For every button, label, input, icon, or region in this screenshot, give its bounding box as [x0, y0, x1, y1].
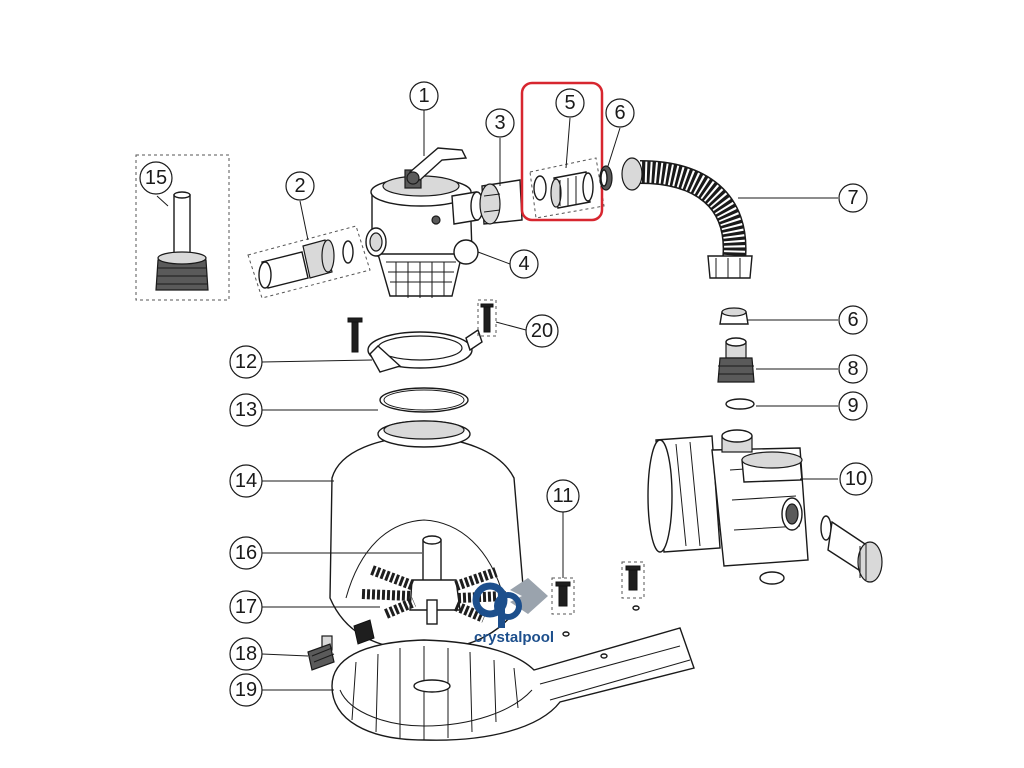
part-7-flexible-hose — [621, 157, 753, 279]
svg-text:16: 16 — [235, 542, 257, 564]
part-19-base — [331, 605, 695, 741]
part-1-multiport-valve — [365, 147, 484, 298]
part-12-bolt — [347, 317, 363, 353]
svg-text:13: 13 — [235, 399, 257, 421]
callout-15: 15 — [139, 161, 173, 195]
part-6-seal-ring-top — [599, 165, 613, 191]
svg-text:9: 9 — [847, 395, 858, 417]
callout-14: 14 — [229, 464, 263, 498]
svg-text:4: 4 — [518, 253, 529, 275]
part-5-adapter-group — [529, 157, 605, 219]
svg-text:12: 12 — [235, 351, 257, 373]
part-3-union-nut — [479, 179, 523, 225]
part-18-drain-plug — [307, 635, 335, 671]
svg-text:18: 18 — [235, 643, 257, 665]
svg-text:1: 1 — [418, 85, 429, 107]
callout-20: 20 — [525, 314, 559, 348]
svg-text:8: 8 — [847, 358, 858, 380]
crystalpool-logo: crystalpool — [472, 578, 554, 646]
callout-2: 2 — [285, 171, 315, 201]
part-10-pump — [647, 429, 883, 585]
callout-12: 12 — [229, 345, 263, 379]
callout-16: 16 — [229, 536, 263, 570]
svg-text:20: 20 — [531, 320, 553, 342]
callout-18: 18 — [229, 637, 263, 671]
part-2-union-fitting — [247, 225, 371, 299]
callout-17: 17 — [229, 590, 263, 624]
part-11-base-bolts — [551, 561, 645, 615]
callout-6-right: 6 — [838, 305, 868, 335]
callout-7: 7 — [838, 183, 868, 213]
callout-10: 10 — [839, 462, 873, 496]
part-18-drain-valve-on-tank — [353, 619, 375, 645]
callout-8: 8 — [838, 354, 868, 384]
part-8-threaded-adapter — [717, 337, 755, 383]
part-15-standpipe-group — [135, 154, 230, 301]
callout-13: 13 — [229, 393, 263, 427]
callout-4: 4 — [509, 249, 539, 279]
part-6-cap — [719, 307, 749, 325]
callout-3: 3 — [485, 108, 515, 138]
svg-text:17: 17 — [235, 596, 257, 618]
svg-text:19: 19 — [235, 679, 257, 701]
svg-text:7: 7 — [847, 187, 858, 209]
leader-lines — [156, 110, 838, 691]
callout-1: 1 — [409, 81, 439, 111]
svg-text:6: 6 — [614, 102, 625, 124]
svg-text:14: 14 — [235, 470, 257, 492]
svg-text:2: 2 — [294, 175, 305, 197]
callout-9: 9 — [838, 391, 868, 421]
part-12-clamp-ring — [367, 328, 483, 373]
svg-text:3: 3 — [494, 112, 505, 134]
callout-5: 5 — [555, 88, 585, 118]
svg-text:5: 5 — [564, 92, 575, 114]
callout-6-top: 6 — [605, 98, 635, 128]
svg-text:6: 6 — [847, 309, 858, 331]
highlight-box — [520, 81, 604, 222]
part-20-bolt-group — [477, 299, 497, 337]
part-13-lid-o-ring — [379, 387, 469, 413]
part-9-o-ring — [725, 398, 755, 410]
svg-text:10: 10 — [845, 468, 867, 490]
logo-cp-mark — [472, 582, 522, 628]
callout-11: 11 — [546, 479, 580, 513]
svg-text:15: 15 — [145, 167, 167, 189]
svg-text:crystalpool: crystalpool — [474, 629, 554, 646]
svg-text:11: 11 — [553, 485, 574, 507]
callout-19: 19 — [229, 673, 263, 707]
